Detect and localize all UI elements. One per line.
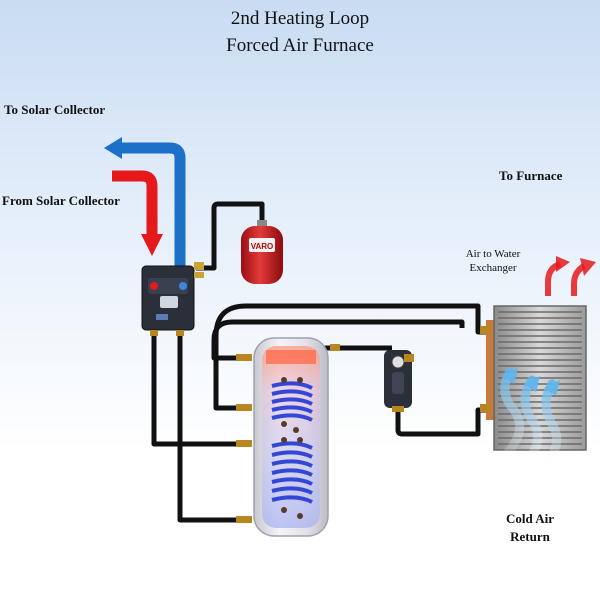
station-display [160,296,178,308]
solar-return-pipe [104,137,186,268]
expansion-vessel: VARO [241,220,283,284]
pipe-expansion-vessel [196,201,265,271]
pipe-pump-exchanger-return [395,407,492,437]
lower-coil [271,441,313,504]
cold-air-return-arrows [500,367,562,469]
cold-air-arrowheads [502,368,560,396]
arrow-down-icon [141,234,163,256]
hot-air-arrows [545,256,596,296]
title-line-1: 2nd Heating Loop [230,8,370,29]
label-cold-air-line-2: Return [510,529,550,544]
pipe-station-tank-upper [151,330,238,447]
vessel-badge: VARO [251,242,274,251]
label-from-solar-collector: From Solar Collector [2,193,120,208]
hot-air-arrow-icon-1 [556,256,570,272]
label-to-furnace: To Furnace [499,168,563,183]
upper-coil [271,381,313,422]
pipe-exchanger-supply-b [211,319,465,361]
label-exchanger-line-2: Exchanger [469,262,517,274]
arrow-left-icon [104,137,122,159]
tank-ports [281,377,303,519]
tank-fittings [236,344,340,523]
pump-station [141,262,204,336]
exchanger-fins [498,311,582,445]
label-cold-air-return: Cold Air Return [490,510,570,546]
hot-air-arrow-icon-2 [580,258,596,276]
label-cold-air-line-1: Cold Air [505,511,555,526]
title-line-2: Forced Air Furnace [226,35,374,56]
label-exchanger: Air to Water Exchanger [438,247,548,275]
solar-supply-pipe [112,170,163,256]
label-exchanger-line-1: Air to Water [465,248,521,260]
storage-tank [236,337,340,537]
label-to-solar-collector: To Solar Collector [4,102,106,117]
pipe-station-tank-lower [177,330,238,523]
circulator-pump [384,350,414,412]
